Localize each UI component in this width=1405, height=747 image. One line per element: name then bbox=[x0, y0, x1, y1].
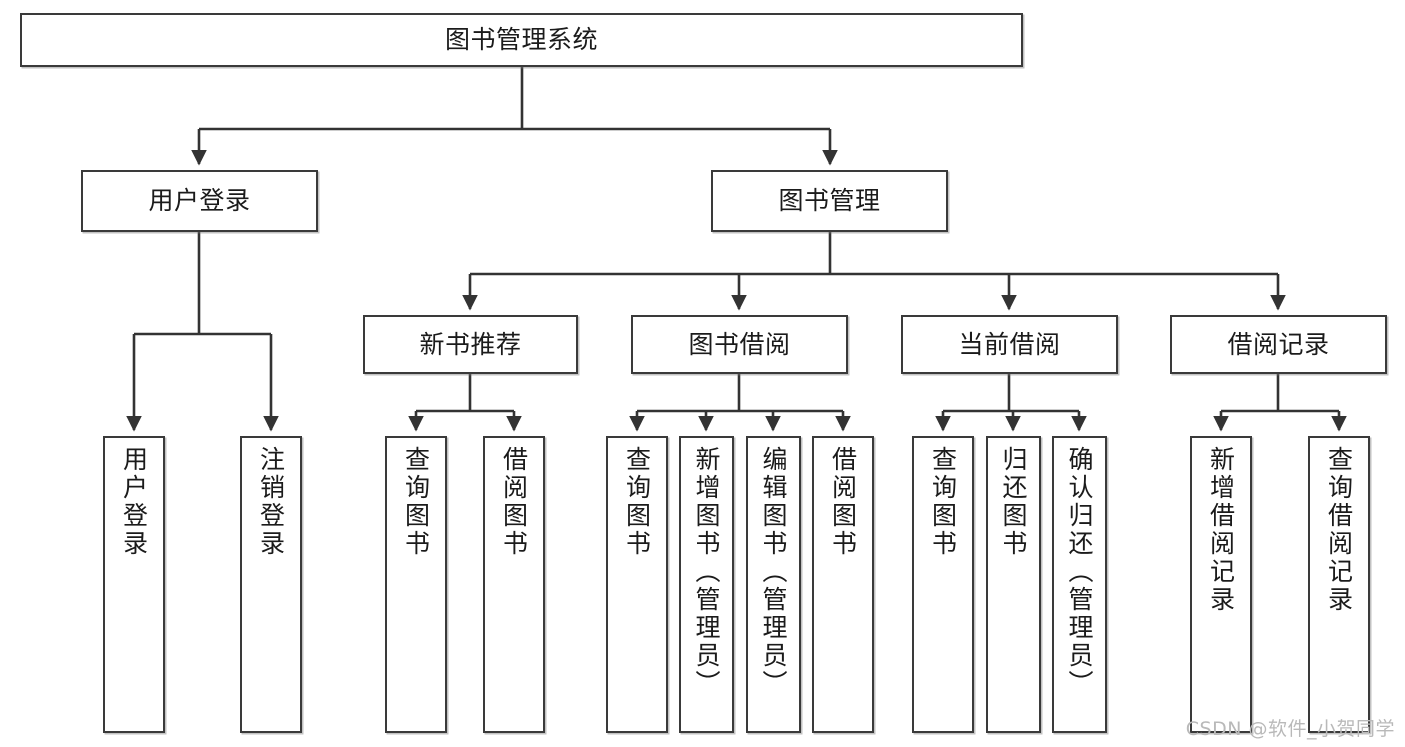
node-book-management[interactable]: 图书管理 bbox=[711, 170, 948, 232]
node-user-login-label: 用户登录 bbox=[148, 186, 251, 215]
leaf-label: 查询图书 bbox=[622, 446, 652, 558]
node-book-borrow-label: 图书借阅 bbox=[688, 329, 791, 359]
node-user-login[interactable]: 用户登录 bbox=[81, 170, 318, 232]
node-new-book-recommend-label: 新书推荐 bbox=[419, 329, 522, 359]
leaf-query-books-borrow[interactable]: 查询图书 bbox=[606, 436, 668, 733]
leaf-borrow-book[interactable]: 借阅图书 bbox=[812, 436, 874, 733]
node-borrow-records-label: 借阅记录 bbox=[1227, 329, 1330, 359]
leaf-label: 归还图书 bbox=[999, 446, 1028, 558]
leaf-label: 编辑图书（管理员） bbox=[759, 446, 788, 698]
leaf-label: 新增借阅记录 bbox=[1206, 446, 1236, 614]
leaf-add-borrow-record[interactable]: 新增借阅记录 bbox=[1190, 436, 1252, 733]
node-borrow-records[interactable]: 借阅记录 bbox=[1170, 315, 1387, 374]
leaf-label: 确认归还（管理员） bbox=[1065, 446, 1094, 698]
leaf-confirm-return-admin[interactable]: 确认归还（管理员） bbox=[1052, 436, 1107, 733]
leaf-label: 用户登录 bbox=[119, 446, 149, 558]
node-root-label: 图书管理系统 bbox=[444, 25, 598, 54]
leaf-label: 查询图书 bbox=[401, 446, 431, 558]
leaf-label: 借阅图书 bbox=[499, 446, 529, 558]
csdn-watermark: CSDN @软件_小贺同学 bbox=[1185, 718, 1395, 740]
node-current-borrow[interactable]: 当前借阅 bbox=[901, 315, 1118, 374]
node-root[interactable]: 图书管理系统 bbox=[20, 13, 1023, 67]
leaf-label: 借阅图书 bbox=[828, 446, 858, 558]
leaf-logout[interactable]: 注销登录 bbox=[240, 436, 302, 733]
node-book-management-label: 图书管理 bbox=[778, 186, 881, 215]
leaf-user-login[interactable]: 用户登录 bbox=[103, 436, 165, 733]
leaf-borrow-books-new[interactable]: 借阅图书 bbox=[483, 436, 545, 733]
leaf-edit-book-admin[interactable]: 编辑图书（管理员） bbox=[746, 436, 801, 733]
leaf-query-books-new[interactable]: 查询图书 bbox=[385, 436, 447, 733]
leaf-label: 注销登录 bbox=[256, 446, 286, 558]
node-book-borrow[interactable]: 图书借阅 bbox=[631, 315, 848, 374]
leaf-return-book[interactable]: 归还图书 bbox=[986, 436, 1041, 733]
leaf-label: 查询借阅记录 bbox=[1324, 446, 1354, 614]
leaf-query-books-current[interactable]: 查询图书 bbox=[912, 436, 974, 733]
leaf-add-book-admin[interactable]: 新增图书（管理员） bbox=[679, 436, 734, 733]
leaf-label: 新增图书（管理员） bbox=[692, 446, 721, 698]
node-current-borrow-label: 当前借阅 bbox=[958, 329, 1061, 359]
node-new-book-recommend[interactable]: 新书推荐 bbox=[363, 315, 578, 374]
leaf-label: 查询图书 bbox=[928, 446, 958, 558]
leaf-query-borrow-record[interactable]: 查询借阅记录 bbox=[1308, 436, 1370, 733]
